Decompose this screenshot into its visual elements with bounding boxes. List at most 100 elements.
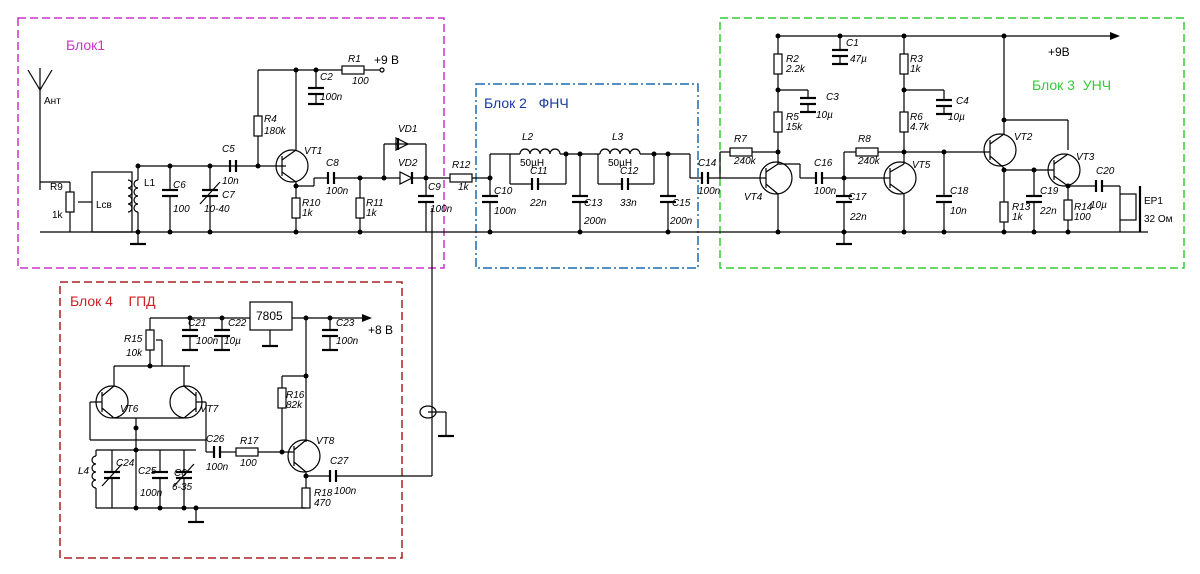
label-vt3: VT3 bbox=[1076, 152, 1095, 163]
label-c14v: 100n bbox=[698, 186, 721, 197]
inductor-lsv bbox=[127, 179, 133, 213]
label-r8: R8 bbox=[858, 134, 871, 145]
label-c4v: 10µ bbox=[948, 112, 965, 123]
diode-vd1 bbox=[395, 137, 410, 151]
transistor-vt5 bbox=[883, 161, 917, 195]
label-c14: C14 bbox=[698, 158, 717, 169]
resistor-r9 bbox=[65, 191, 75, 213]
label-c9: C9 bbox=[428, 182, 441, 193]
label-r7v: 240k bbox=[733, 156, 757, 167]
label-c18v: 10n bbox=[950, 206, 967, 217]
label-c0v: 6-35 bbox=[172, 482, 192, 493]
diode-vd2 bbox=[399, 171, 414, 185]
label-c8v: 100n bbox=[326, 186, 349, 197]
label-r10v: 1k bbox=[302, 208, 314, 219]
label-c10: C10 bbox=[494, 186, 513, 197]
label-c25v: 100n bbox=[140, 488, 163, 499]
label-c9v: 100n bbox=[430, 204, 453, 215]
label-vt7: VT7 bbox=[200, 404, 219, 415]
label-r12v: 1k bbox=[458, 182, 470, 193]
label-c12v: 33n bbox=[620, 198, 637, 209]
label-c11: C11 bbox=[530, 166, 548, 177]
block4-frame bbox=[59, 281, 403, 559]
label-ep1v: 32 Ом bbox=[1144, 214, 1173, 225]
block1-frame bbox=[17, 17, 445, 269]
label-c23v: 100n bbox=[336, 336, 359, 347]
label-ant: Ант bbox=[44, 96, 61, 107]
label-c12: C12 bbox=[620, 166, 639, 177]
label-r6v: 4.7k bbox=[910, 122, 930, 133]
label-c20v: 10µ bbox=[1090, 200, 1107, 211]
label-r6: R6 bbox=[910, 112, 923, 123]
label-r18v: 470 bbox=[314, 498, 331, 509]
label-c7: C7 bbox=[222, 190, 235, 201]
label-c13: C13 bbox=[584, 198, 603, 209]
label-c1: C1 bbox=[846, 38, 859, 49]
label-r4v: 180k bbox=[264, 126, 287, 137]
label-ep1: EP1 bbox=[1144, 196, 1163, 207]
label-r14: R14 bbox=[1074, 202, 1093, 213]
label-r17: R17 bbox=[240, 436, 259, 447]
inductor-l2 bbox=[519, 148, 561, 155]
label-v8: +8 В bbox=[368, 323, 393, 337]
label-c21: C21 bbox=[188, 318, 206, 329]
label-c22: C22 bbox=[228, 318, 247, 329]
label-r17v: 100 bbox=[240, 458, 257, 469]
label-vt8: VT8 bbox=[316, 436, 335, 447]
label-c2v: 100n bbox=[320, 92, 343, 103]
label-c27v: 100n bbox=[334, 486, 357, 497]
inductor-l3 bbox=[599, 148, 641, 155]
block1-title: Блок1 bbox=[66, 37, 105, 53]
regulator-7805 bbox=[249, 301, 293, 331]
label-r5v: 15k bbox=[786, 122, 803, 133]
label-r2v: 2.2k bbox=[785, 64, 806, 75]
label-l3: L3 bbox=[612, 132, 624, 143]
inductor-l4 bbox=[91, 455, 97, 489]
label-r8v: 240k bbox=[857, 156, 881, 167]
label-vd1: VD1 bbox=[398, 124, 417, 135]
label-c0: C0 bbox=[174, 468, 187, 479]
block4-title: Блок 4 ГПД bbox=[70, 293, 156, 309]
transistor-vt1 bbox=[275, 149, 309, 183]
label-vd2: VD2 bbox=[398, 158, 418, 169]
label-c20: C20 bbox=[1096, 166, 1115, 177]
earphone-icon bbox=[1119, 193, 1137, 221]
label-l4: L4 bbox=[78, 466, 90, 477]
label-r13v: 1k bbox=[1012, 212, 1024, 223]
label-r15: R15 bbox=[124, 334, 143, 345]
label-c26: C26 bbox=[206, 434, 225, 445]
label-r9: R9 bbox=[50, 182, 63, 193]
label-c8: C8 bbox=[326, 158, 339, 169]
label-c3: C3 bbox=[826, 92, 839, 103]
label-c17: C17 bbox=[848, 192, 867, 203]
antenna-icon bbox=[27, 68, 53, 190]
label-c4: C4 bbox=[956, 96, 969, 107]
transistor-vt2 bbox=[983, 133, 1017, 167]
label-r15v: 10k bbox=[126, 348, 143, 359]
label-r3v: 1k bbox=[910, 64, 922, 75]
label-c6v: 100 bbox=[173, 204, 190, 215]
label-c17v: 22n bbox=[849, 212, 867, 223]
label-c10v: 100n bbox=[494, 206, 517, 217]
label-v9b: +9В bbox=[1048, 45, 1070, 59]
label-c24: C24 bbox=[116, 458, 135, 469]
label-l1: L1 bbox=[144, 178, 156, 189]
block2-frame bbox=[475, 83, 699, 269]
label-r16v: 82k bbox=[286, 400, 303, 411]
label-c16v: 100n bbox=[814, 186, 837, 197]
label-v9: +9 В bbox=[374, 53, 399, 67]
label-r14v: 100 bbox=[1074, 212, 1091, 223]
label-r2: R2 bbox=[786, 54, 799, 65]
label-c21v: 100n bbox=[196, 336, 219, 347]
label-r3: R3 bbox=[910, 54, 923, 65]
label-c18: C18 bbox=[950, 186, 969, 197]
block2-title: Блок 2 ФНЧ bbox=[484, 95, 569, 111]
label-c19: C19 bbox=[1040, 186, 1059, 197]
label-vt6: VT6 bbox=[120, 404, 139, 415]
label-r5: R5 bbox=[786, 112, 799, 123]
label-lsv: Lсв bbox=[96, 200, 112, 211]
label-vt4: VT4 bbox=[744, 192, 763, 203]
label-r4: R4 bbox=[264, 114, 277, 125]
